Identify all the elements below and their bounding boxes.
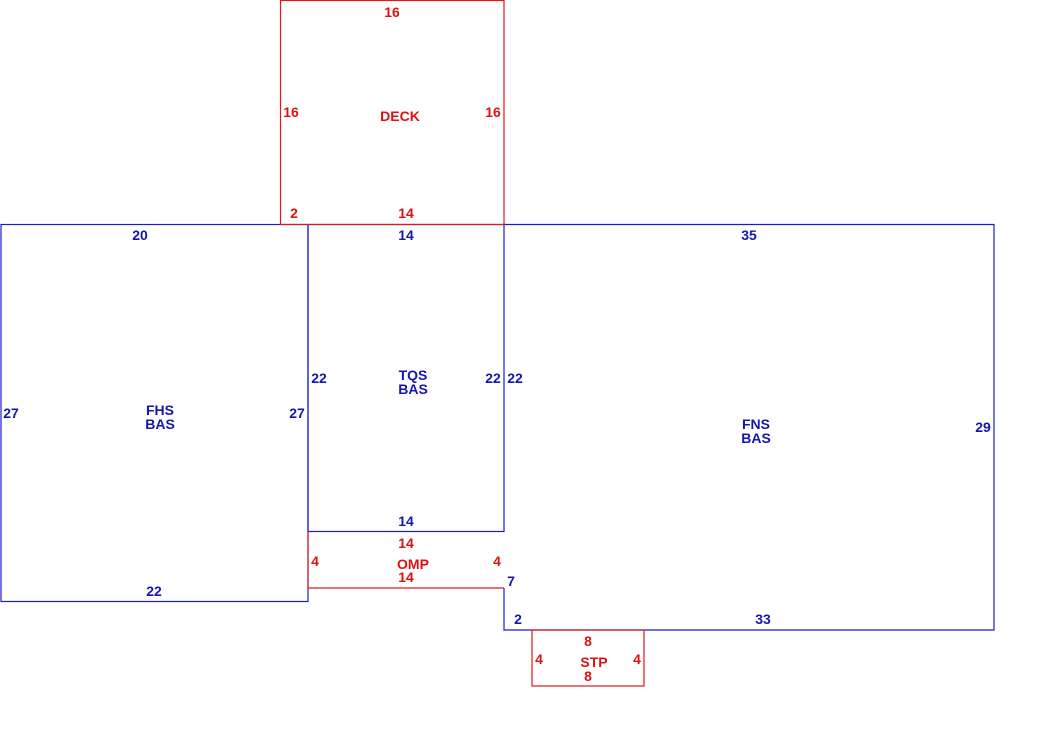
fhs-bottom-dim: 22 bbox=[146, 583, 162, 599]
fns-top-dim: 35 bbox=[741, 227, 757, 243]
omp-right-dim: 4 bbox=[493, 553, 501, 569]
tqs-left-dim: 22 bbox=[311, 370, 327, 386]
fns-right-dim: 29 bbox=[975, 419, 991, 435]
omp-top-dim: 14 bbox=[398, 535, 414, 551]
fhs-left-dim: 27 bbox=[3, 405, 19, 421]
deck-right-dim: 16 bbox=[485, 104, 501, 120]
tqs-type: BAS bbox=[398, 381, 428, 397]
fhs-right-dim: 27 bbox=[289, 405, 305, 421]
stp-bottom-dim: 8 bbox=[584, 668, 592, 684]
fns-step-side-dim: 7 bbox=[507, 573, 515, 589]
fns-step-bottom-dim: 2 bbox=[514, 611, 522, 627]
stp-top-dim: 8 bbox=[584, 633, 592, 649]
deck-outline bbox=[279, 0, 505, 226]
deck-top-dim: 16 bbox=[384, 4, 400, 20]
deck-left-dim: 16 bbox=[283, 104, 299, 120]
stp-name: STP bbox=[580, 654, 607, 670]
stp-right-dim: 4 bbox=[633, 651, 641, 667]
fhs-type: BAS bbox=[145, 416, 175, 432]
tqs-right-dim: 22 bbox=[485, 370, 501, 386]
deck-corner-dim: 2 bbox=[290, 205, 298, 221]
deck-bottom-dim: 14 bbox=[398, 205, 414, 221]
omp-bottom-dim: 14 bbox=[398, 569, 414, 585]
omp-outline bbox=[307, 531, 504, 589]
stp-outline bbox=[531, 629, 645, 687]
fns-left-dim: 22 bbox=[507, 370, 523, 386]
tqs-name: TQS bbox=[399, 367, 428, 383]
tqs-top-dim: 14 bbox=[398, 227, 414, 243]
fhs-top-dim: 20 bbox=[132, 227, 148, 243]
fns-type: BAS bbox=[741, 430, 771, 446]
fhs-name: FHS bbox=[146, 402, 174, 418]
fns-outline bbox=[503, 223, 995, 631]
fns-name: FNS bbox=[742, 416, 770, 432]
omp-left-dim: 4 bbox=[311, 553, 319, 569]
tqs-bottom-dim: 14 bbox=[398, 513, 414, 529]
deck-name: DECK bbox=[380, 108, 420, 124]
omp-name: OMP bbox=[397, 556, 429, 572]
stp-left-dim: 4 bbox=[535, 651, 543, 667]
fns-bottom-dim: 33 bbox=[755, 611, 771, 627]
